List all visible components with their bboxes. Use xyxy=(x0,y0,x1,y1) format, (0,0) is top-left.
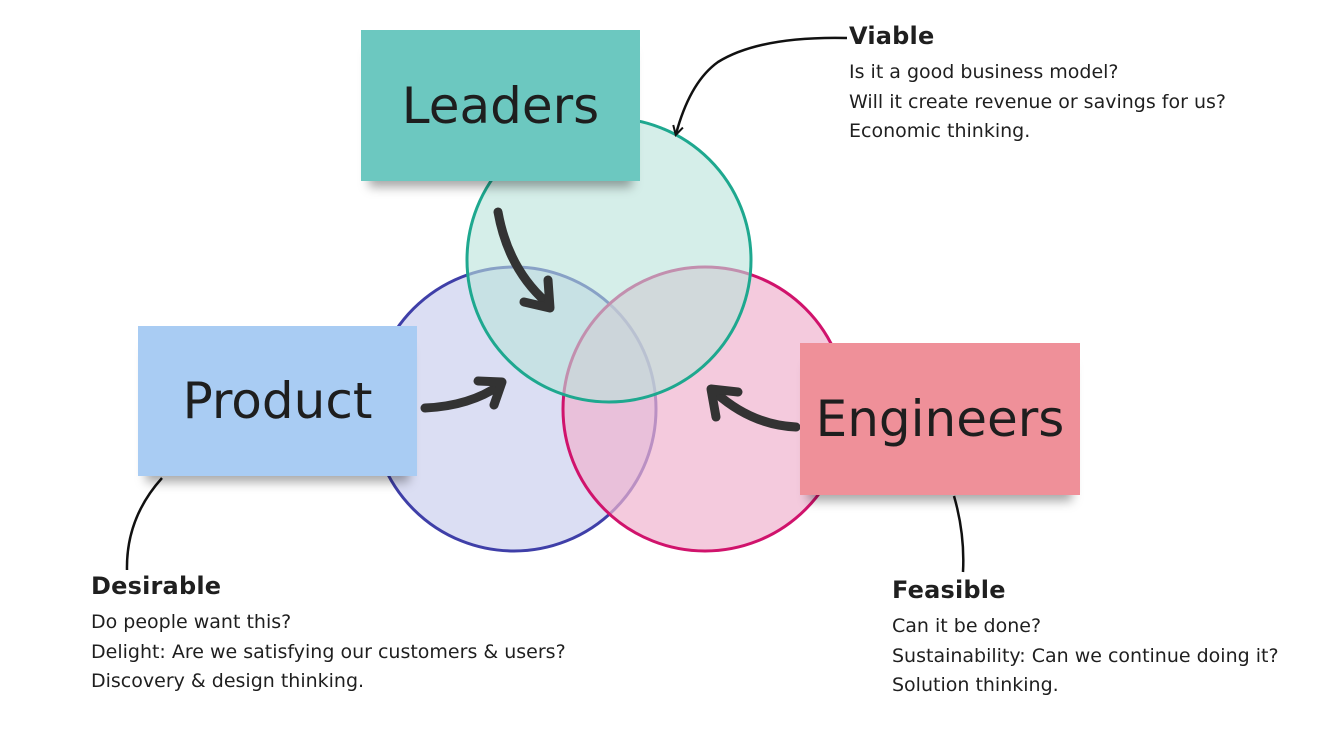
product-sticky-note[interactable]: Product xyxy=(138,326,417,476)
leaders-arrow xyxy=(493,207,551,307)
feasible-title: Feasible xyxy=(892,576,1006,604)
viable-line: Is it a good business model? xyxy=(849,61,1119,83)
feasible-line: Solution thinking. xyxy=(892,674,1059,696)
viable-text-block: Viable Is it a good business model? Will… xyxy=(849,22,1226,147)
viable-title: Viable xyxy=(849,22,935,50)
viable-connector xyxy=(676,36,848,134)
connector-lines xyxy=(125,36,965,573)
engineers-label: Engineers xyxy=(815,390,1065,448)
feasible-line: Sustainability: Can we continue doing it… xyxy=(892,644,1279,667)
desirable-text-block: Desirable Do people want this? Delight: … xyxy=(91,572,566,697)
desirable-line: Discovery & design thinking. xyxy=(91,670,365,692)
venn-circles xyxy=(370,116,849,553)
desirable-title: Desirable xyxy=(91,572,222,600)
leaders-sticky-note[interactable]: Leaders xyxy=(361,30,640,181)
viable-line: Will it create revenue or savings for us… xyxy=(849,90,1226,113)
engineers-arrowhead xyxy=(706,384,743,422)
desirable-connector xyxy=(125,477,163,571)
center-arrows xyxy=(420,207,801,432)
feasible-line: Can it be done? xyxy=(892,615,1042,637)
viable-line: Economic thinking. xyxy=(849,120,1031,142)
leaders-arrowhead xyxy=(519,275,555,313)
product-label: Product xyxy=(182,372,373,430)
product-arrow xyxy=(420,380,505,413)
desirable-line: Do people want this? xyxy=(91,611,292,633)
feasible-connector xyxy=(952,495,965,573)
product-arrowhead xyxy=(473,376,507,410)
desirable-line: Delight: Are we satisfying our customers… xyxy=(91,640,566,663)
feasible-text-block: Feasible Can it be done? Sustainability:… xyxy=(892,576,1279,701)
leaders-label: Leaders xyxy=(401,76,600,135)
engineers-sticky-note[interactable]: Engineers xyxy=(800,343,1080,495)
engineers-arrow xyxy=(711,388,801,432)
